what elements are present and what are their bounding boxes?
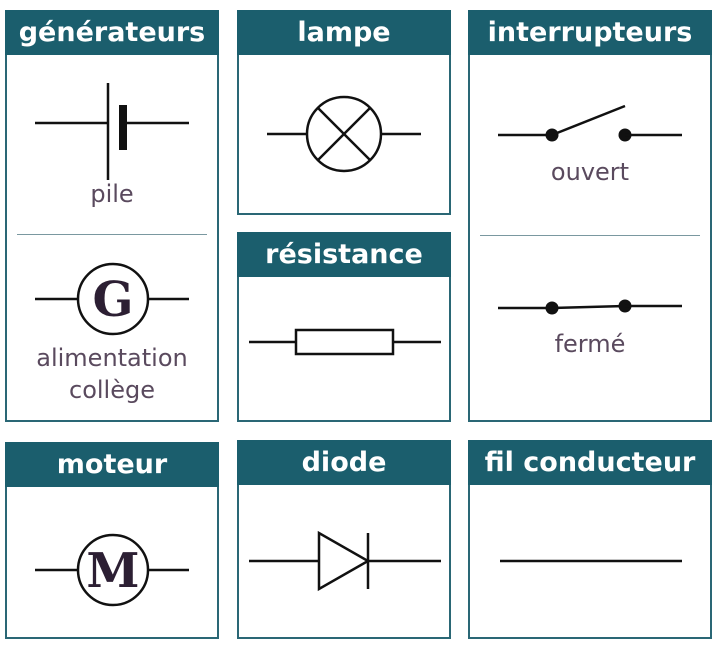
card-diode: diode [237, 440, 451, 639]
resistor-symbol [249, 328, 441, 356]
card-interrupteurs: interrupteurs ouvert fermé [468, 10, 712, 422]
generator-letter: G [93, 272, 134, 328]
card-lampe: lampe [237, 10, 451, 215]
caption-pile: pile [90, 180, 134, 208]
lamp-symbol [267, 95, 421, 173]
caption-alimentation: alimentation collège [36, 344, 188, 404]
card-title-fil-conducteur: fil conducteur [468, 440, 712, 485]
card-generateurs: générateurs pile G alimentation collège [5, 10, 219, 422]
separator [17, 234, 207, 235]
card-moteur: moteur M [5, 442, 219, 639]
wire-symbol [500, 559, 682, 563]
switch-open-symbol [498, 104, 682, 142]
battery-symbol [35, 83, 189, 180]
motor-letter: M [86, 543, 139, 599]
generator-symbol [35, 262, 189, 336]
caption-ouvert: ouvert [550, 158, 630, 186]
diode-symbol [249, 530, 441, 592]
card-fil-conducteur: fil conducteur [468, 440, 712, 639]
card-title-lampe: lampe [237, 10, 451, 55]
card-title-resistance: résistance [237, 232, 451, 277]
separator [480, 235, 700, 236]
card-title-generateurs: générateurs [5, 10, 219, 55]
caption-ferme: fermé [554, 330, 626, 358]
svg-text:M: M [86, 543, 139, 599]
card-title-diode: diode [237, 440, 451, 485]
card-title-interrupteurs: interrupteurs [468, 10, 712, 55]
card-resistance: résistance [237, 232, 451, 422]
svg-text:G: G [93, 272, 134, 328]
motor-symbol [35, 533, 189, 607]
switch-closed-symbol [498, 299, 682, 315]
card-title-moteur: moteur [5, 442, 219, 487]
